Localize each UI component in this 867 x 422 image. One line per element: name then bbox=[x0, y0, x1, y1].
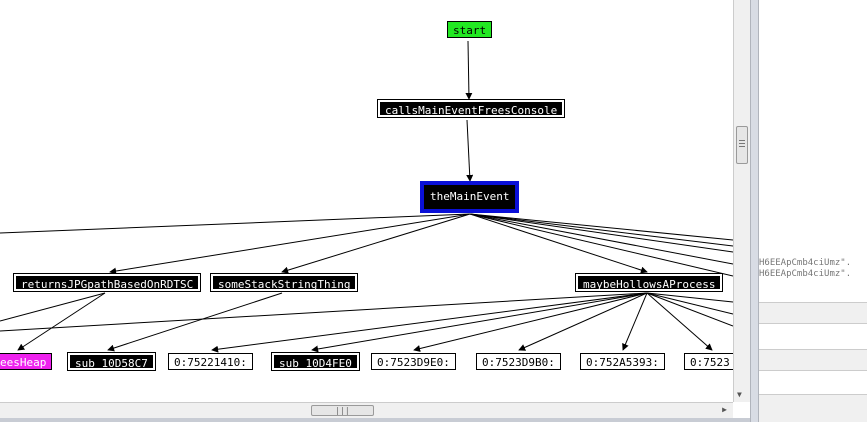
graph-node-addr-7523d9b0[interactable]: 0:7523D9B0: bbox=[476, 353, 561, 370]
graph-node-sub-10d58c7[interactable]: sub_10D58C7 bbox=[67, 352, 156, 371]
code-line: H6EEApCmb4ciUmz". bbox=[759, 258, 852, 268]
panel-separator bbox=[759, 349, 867, 371]
edge-main-offscreen-4 bbox=[469, 213, 733, 265]
graph-node-the-main-event[interactable]: theMainEvent bbox=[420, 181, 520, 213]
edge-start-calls bbox=[465, 40, 473, 100]
graph-node-some-stack-string-thing[interactable]: someStackStringThing bbox=[209, 273, 359, 292]
graph-node-frees-heap[interactable]: eesHeap bbox=[0, 353, 53, 370]
graph-node-returns-jpg-path[interactable]: returnsJPGpathBasedOnRDTSC bbox=[12, 273, 202, 292]
code-line: H6EEApCmb4ciUmz". bbox=[759, 269, 852, 279]
edge-hollow-7523d9b0 bbox=[518, 292, 648, 351]
edge-calls-main bbox=[466, 119, 474, 182]
edge-main-returnsjpg bbox=[109, 213, 471, 275]
vertical-scrollbar[interactable]: ▼ bbox=[733, 0, 750, 402]
edge-stack-sub58c7 bbox=[107, 292, 283, 352]
panel-splitter[interactable] bbox=[750, 0, 759, 422]
edge-hollow-752a5393 bbox=[622, 292, 648, 351]
edge-hollow-7523 bbox=[646, 292, 713, 351]
edge-main-maybehollows bbox=[469, 213, 648, 274]
graph-edges bbox=[0, 40, 733, 353]
edge-hollow-7523d9e0 bbox=[413, 292, 648, 352]
edge-main-offscreen-left bbox=[0, 213, 471, 234]
graph-node-addr-752a5393[interactable]: 0:752A5393: bbox=[580, 353, 665, 370]
scroll-right-arrow-icon[interactable]: ▶ bbox=[722, 405, 727, 414]
edge-jpg-heap bbox=[17, 292, 106, 351]
graph-node-addr-75221410[interactable]: 0:75221410: bbox=[168, 353, 253, 370]
graph-node-calls-main-event-frees-console[interactable]: callsMainEventFreesConsole bbox=[376, 99, 566, 118]
graph-node-sub-10d4fe0[interactable]: sub_10D4FE0 bbox=[271, 352, 360, 371]
edge-main-offscreen-5 bbox=[469, 213, 733, 277]
edge-main-offscreen-3 bbox=[469, 213, 733, 253]
scroll-down-arrow-icon[interactable]: ▼ bbox=[737, 390, 742, 399]
horizontal-scrollbar-thumb[interactable]: ||| bbox=[311, 405, 374, 416]
vertical-scrollbar-thumb[interactable] bbox=[736, 126, 748, 164]
right-code-panel: H6EEApCmb4ciUmz". H6EEApCmb4ciUmz". bbox=[759, 0, 867, 422]
call-graph-canvas[interactable]: start callsMainEventFreesConsole theMain… bbox=[0, 0, 733, 402]
edge-hollow-sub4fe0 bbox=[311, 292, 648, 353]
bottom-strip bbox=[0, 418, 750, 422]
edge-hollow-offscreen-right-1 bbox=[646, 292, 733, 327]
graph-node-addr-7523-partial[interactable]: 0:7523 bbox=[684, 353, 733, 370]
edge-jpg-offscreen bbox=[0, 292, 106, 322]
panel-separator bbox=[759, 302, 867, 324]
panel-separator bbox=[759, 394, 867, 422]
edge-hollow-offscreen-right-3 bbox=[646, 292, 733, 303]
graph-node-addr-7523d9e0[interactable]: 0:7523D9E0: bbox=[371, 353, 456, 370]
edge-main-offscreen-1 bbox=[469, 213, 733, 241]
edge-hollow-offscreen-right-2 bbox=[646, 292, 733, 315]
graph-node-maybe-hollows-a-process[interactable]: maybeHollowsAProcess bbox=[574, 273, 724, 292]
edge-main-offscreen-2 bbox=[469, 213, 733, 247]
graph-node-start[interactable]: start bbox=[447, 21, 493, 38]
horizontal-scrollbar[interactable]: ||| ▶ bbox=[0, 402, 733, 418]
edge-hollow-75221410 bbox=[211, 292, 648, 353]
edge-hollow-offscreen-left bbox=[0, 292, 648, 332]
edge-main-somestack bbox=[281, 213, 471, 274]
